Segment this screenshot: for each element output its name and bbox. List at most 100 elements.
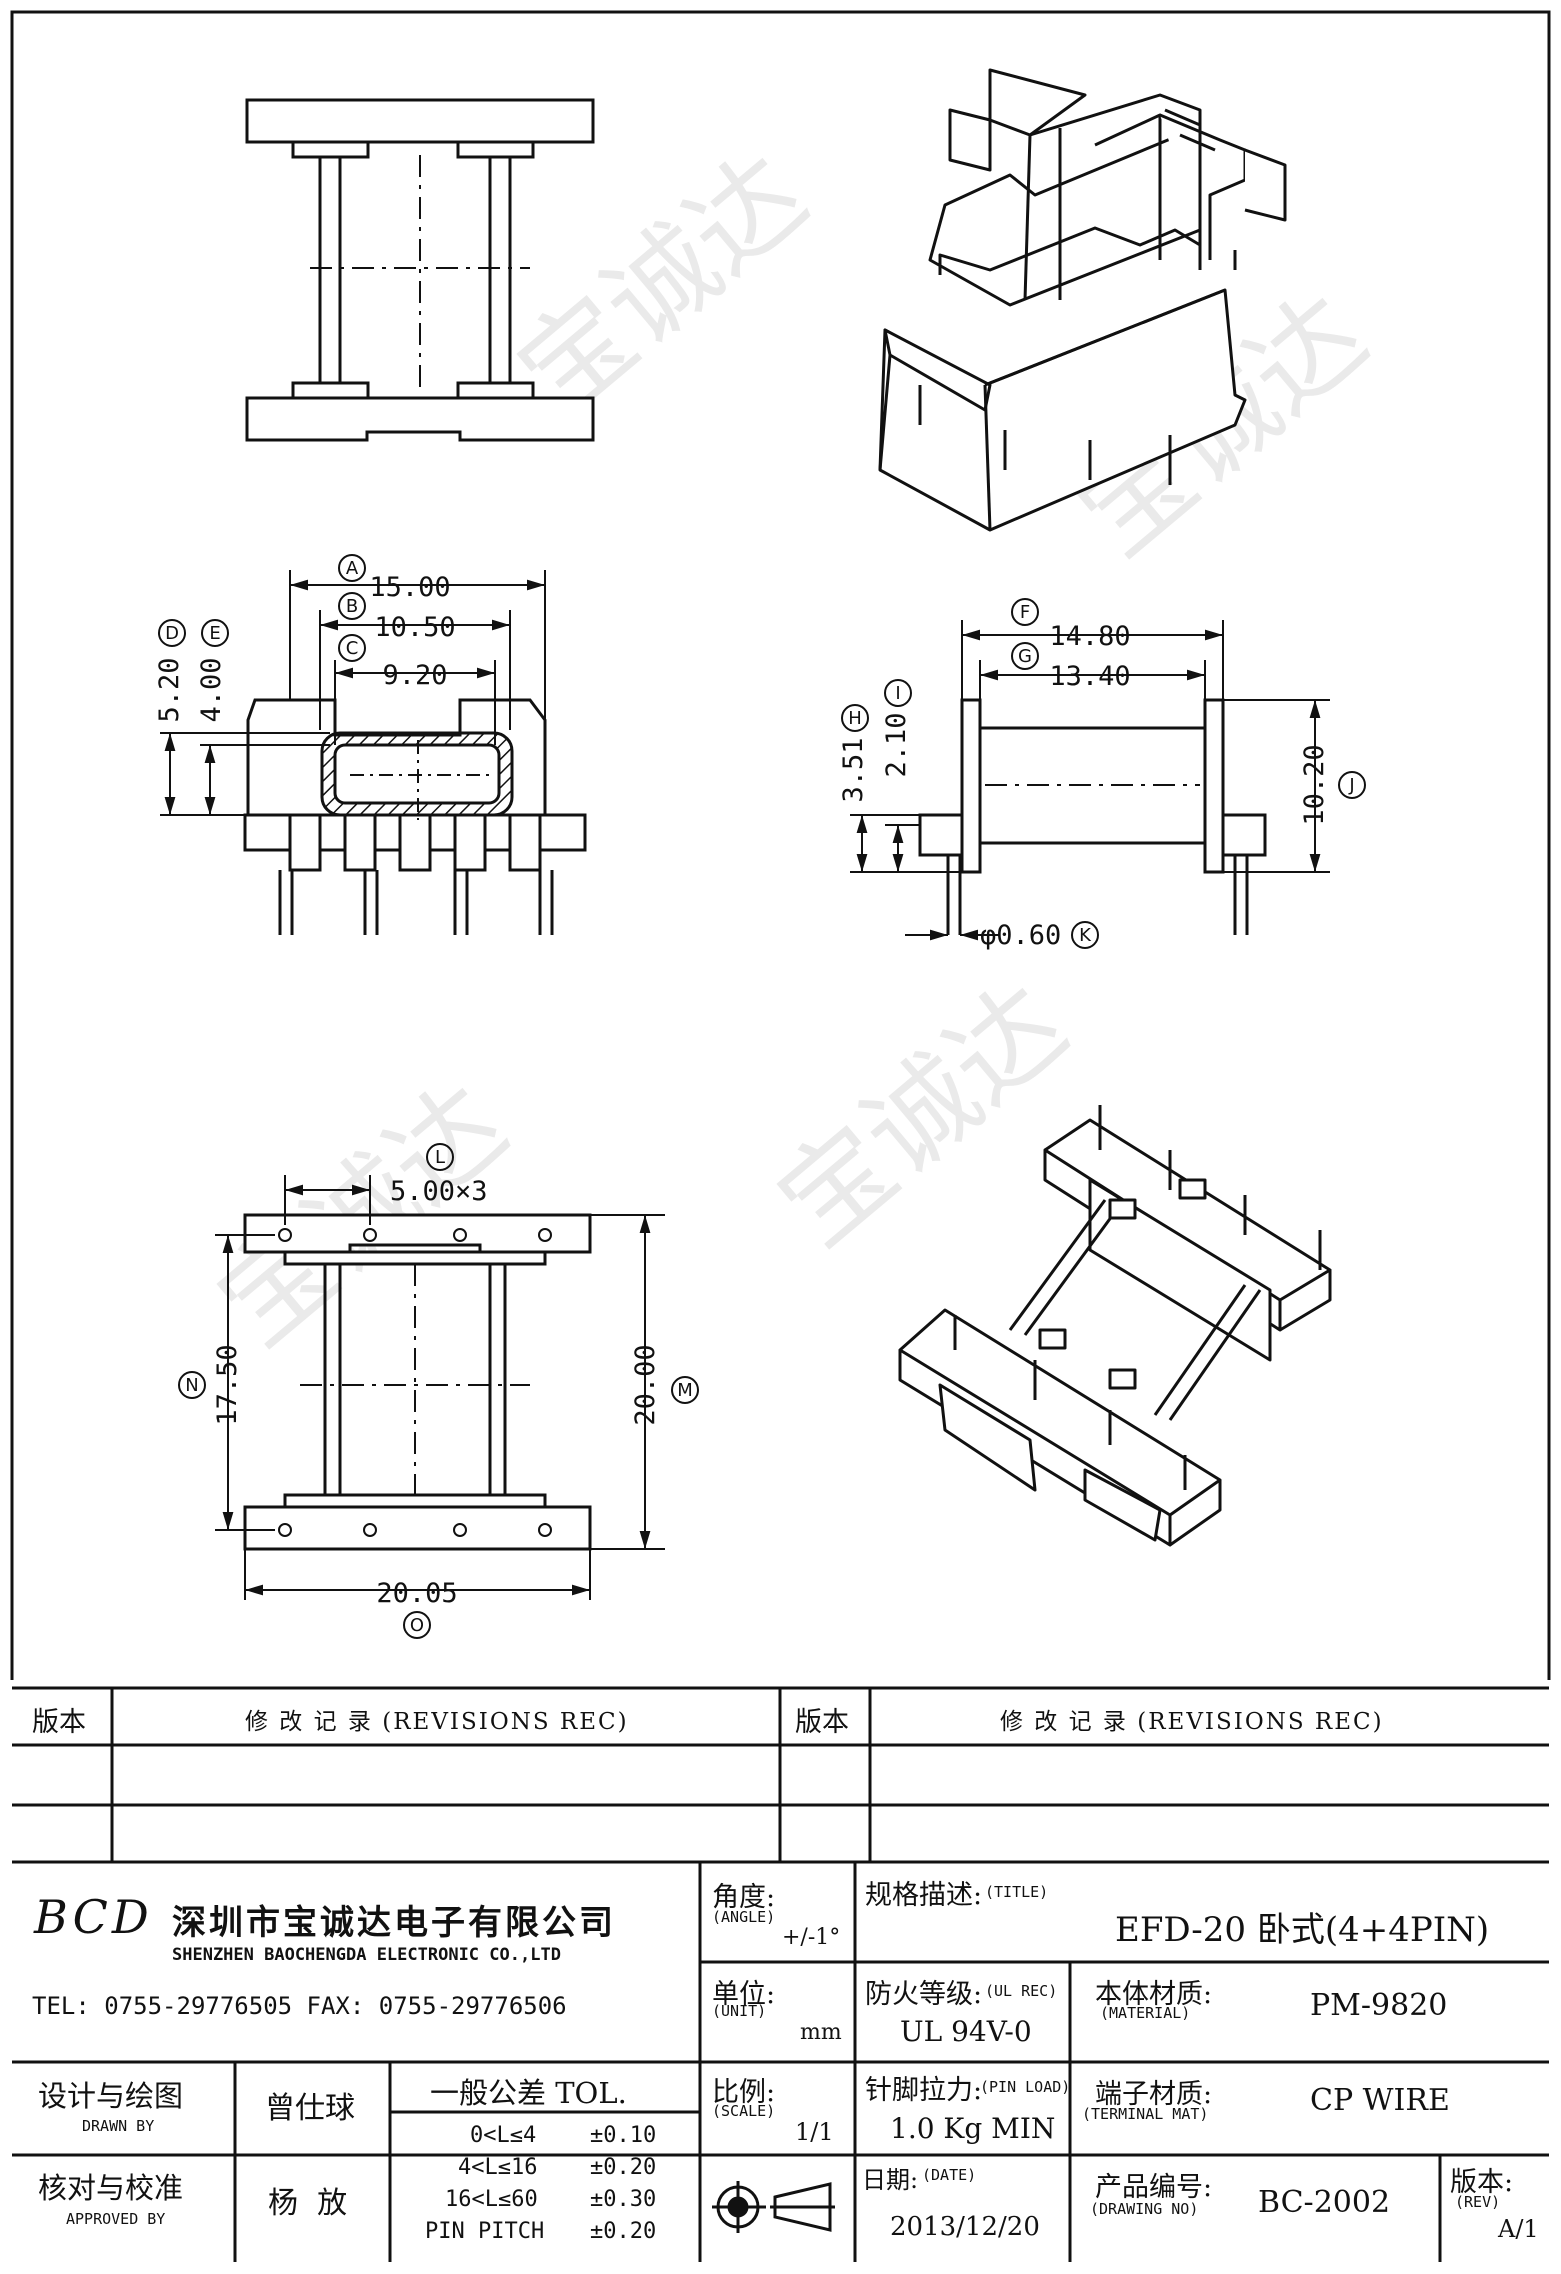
svg-text:15.00: 15.00 — [369, 572, 450, 603]
unit-value: mm — [800, 2020, 842, 2045]
svg-text:5.00×3: 5.00×3 — [390, 1176, 488, 1207]
svg-text:14.80: 14.80 — [1049, 621, 1130, 652]
svg-text:4.00: 4.00 — [196, 657, 227, 722]
title-label: 规格描述: — [865, 1880, 983, 1911]
svg-text:F: F — [1020, 602, 1030, 623]
material-sub: (MATERIAL) — [1100, 2004, 1191, 2022]
svg-text:宝诚达: 宝诚达 — [494, 130, 829, 440]
svg-text:B: B — [346, 596, 358, 617]
svg-text:13.40: 13.40 — [1049, 661, 1130, 692]
pin-load-value: 1.0 Kg MIN — [890, 2112, 1056, 2145]
tolerance-row-3-range: 16<L≤60 — [445, 2187, 538, 2212]
unit-sub: (UNIT) — [712, 2002, 767, 2020]
projection-symbol-icon — [712, 2181, 835, 2233]
rev-ver-label-right: 版本 — [795, 1707, 849, 1738]
title-value: EFD-20 卧式(4+4PIN) — [1115, 1910, 1490, 1950]
page-border — [10, 10, 1551, 1680]
material-value: PM-9820 — [1310, 1988, 1448, 2023]
terminal-value: CP WIRE — [1310, 2083, 1450, 2118]
terminal-sub: (TERMINAL MAT) — [1082, 2105, 1209, 2123]
tolerance-title: 一般公差 TOL. — [430, 2076, 627, 2110]
iso-view-1 — [878, 68, 1287, 532]
side-dim-lines — [850, 620, 1330, 941]
iso-view-2 — [898, 1105, 1332, 1547]
side-dim-texts: F 14.80 G 13.40 H 3.51 I 2.10 J 10.20 φ0… — [838, 598, 1366, 951]
scale-label: 比例: — [712, 2077, 776, 2108]
engineering-drawing: 宝诚达 宝诚达 宝诚达 宝诚达 — [10, 10, 1551, 1680]
title-sub: (TITLE) — [985, 1883, 1049, 1901]
approver-label: 核对与校准 — [38, 2171, 184, 2205]
drawing-no-label: 产品编号: — [1095, 2172, 1213, 2203]
unit-label: 单位: — [712, 1979, 776, 2010]
svg-text:K: K — [1079, 925, 1092, 946]
company-name-en: SHENZHEN BAOCHENGDA ELECTRONIC CO.,LTD — [172, 1945, 561, 1965]
tolerance-row-3-tol: ±0.30 — [590, 2187, 657, 2212]
scale-value: 1/1 — [795, 2118, 834, 2146]
date-sub: (DATE) — [922, 2166, 977, 2184]
rev-sub: (REV) — [1455, 2193, 1501, 2211]
scale-sub: (SCALE) — [712, 2102, 776, 2120]
ul-label: 防火等级: — [865, 1979, 983, 2010]
bottom-dim-texts: L 5.00×3 M 20.00 N 17.50 20.05 O — [178, 1143, 699, 1639]
angle-sub: (ANGLE) — [712, 1908, 776, 1926]
tolerance-row-2-range: 4<L≤16 — [458, 2155, 538, 2180]
angle-value: +/-1° — [782, 1925, 841, 1950]
terminal-label: 端子材质: — [1095, 2079, 1213, 2110]
date-value: 2013/12/20 — [890, 2212, 1040, 2242]
tolerance-row-2-tol: ±0.20 — [590, 2155, 657, 2180]
svg-text:17.50: 17.50 — [212, 1344, 243, 1425]
svg-text:宝诚达: 宝诚达 — [754, 960, 1089, 1270]
front-dim-texts: A 15.00 B 10.50 C 9.20 D 5.20 E 4.00 — [154, 554, 456, 723]
side-view — [918, 698, 1267, 935]
tolerance-row-4-tol: ±0.20 — [590, 2219, 657, 2244]
svg-text:G: G — [1018, 646, 1032, 667]
approver-value: 杨 放 — [268, 2186, 348, 2221]
ul-value: UL 94V-0 — [900, 2015, 1032, 2048]
angle-label: 角度: — [712, 1882, 776, 1913]
svg-text:N: N — [185, 1375, 198, 1396]
svg-text:9.20: 9.20 — [382, 660, 447, 691]
top-view — [245, 98, 595, 442]
pin-load-sub: (PIN LOAD) — [980, 2078, 1071, 2096]
rev-rec-label-right: 修 改 记 录 (REVISIONS REC) — [1000, 1709, 1384, 1735]
drawing-no-value: BC-2002 — [1258, 2185, 1391, 2220]
date-label: 日期: — [862, 2166, 919, 2194]
material-label: 本体材质: — [1095, 1979, 1213, 2010]
designer-value: 曾仕球 — [265, 2091, 355, 2126]
rev-value: A/1 — [1498, 2215, 1539, 2243]
rev-rec-label-left: 修 改 记 录 (REVISIONS REC) — [245, 1709, 629, 1735]
pin-load-label: 针脚拉力: — [865, 2075, 983, 2106]
bottom-view — [243, 1213, 592, 1551]
svg-text:I: I — [895, 683, 900, 704]
approver-sub: APPROVED BY — [66, 2210, 166, 2228]
rev-ver-label-left: 版本 — [32, 1707, 86, 1738]
tolerance-row-4-range: PIN PITCH — [425, 2219, 545, 2244]
designer-sub: DRAWN BY — [82, 2117, 155, 2135]
company-name-cn: 深圳市宝诚达电子有限公司 — [172, 1903, 616, 1943]
ul-sub: (UL REC) — [985, 1982, 1058, 2000]
svg-text:C: C — [346, 638, 359, 659]
svg-text:M: M — [677, 1380, 693, 1401]
company-tel: TEL: 0755-29776505 FAX: 0755-29776506 — [32, 1992, 567, 2020]
tolerance-row-1-tol: ±0.10 — [590, 2123, 657, 2148]
bottom-dim-lines — [215, 1175, 665, 1600]
drawing-no-sub: (DRAWING NO) — [1090, 2200, 1199, 2218]
front-dim-lines — [160, 570, 546, 816]
svg-text:J: J — [1348, 775, 1354, 796]
svg-text:E: E — [209, 623, 220, 644]
svg-text:2.10: 2.10 — [881, 712, 912, 777]
front-view — [243, 698, 587, 935]
svg-text:10.50: 10.50 — [374, 612, 455, 643]
tolerance-row-1-range: 0<L≤4 — [470, 2123, 537, 2148]
svg-text:A: A — [346, 558, 359, 579]
svg-text:O: O — [410, 1615, 424, 1636]
svg-text:20.05: 20.05 — [376, 1578, 457, 1609]
svg-text:3.51: 3.51 — [838, 737, 869, 802]
rev-label: 版本: — [1450, 2167, 1514, 2198]
svg-text:H: H — [848, 708, 862, 729]
svg-text:φ0.60: φ0.60 — [980, 920, 1061, 951]
svg-text:D: D — [165, 623, 179, 644]
svg-text:5.20: 5.20 — [154, 657, 185, 722]
svg-text:L: L — [435, 1147, 445, 1168]
company-logo: BCD — [34, 1890, 153, 1944]
